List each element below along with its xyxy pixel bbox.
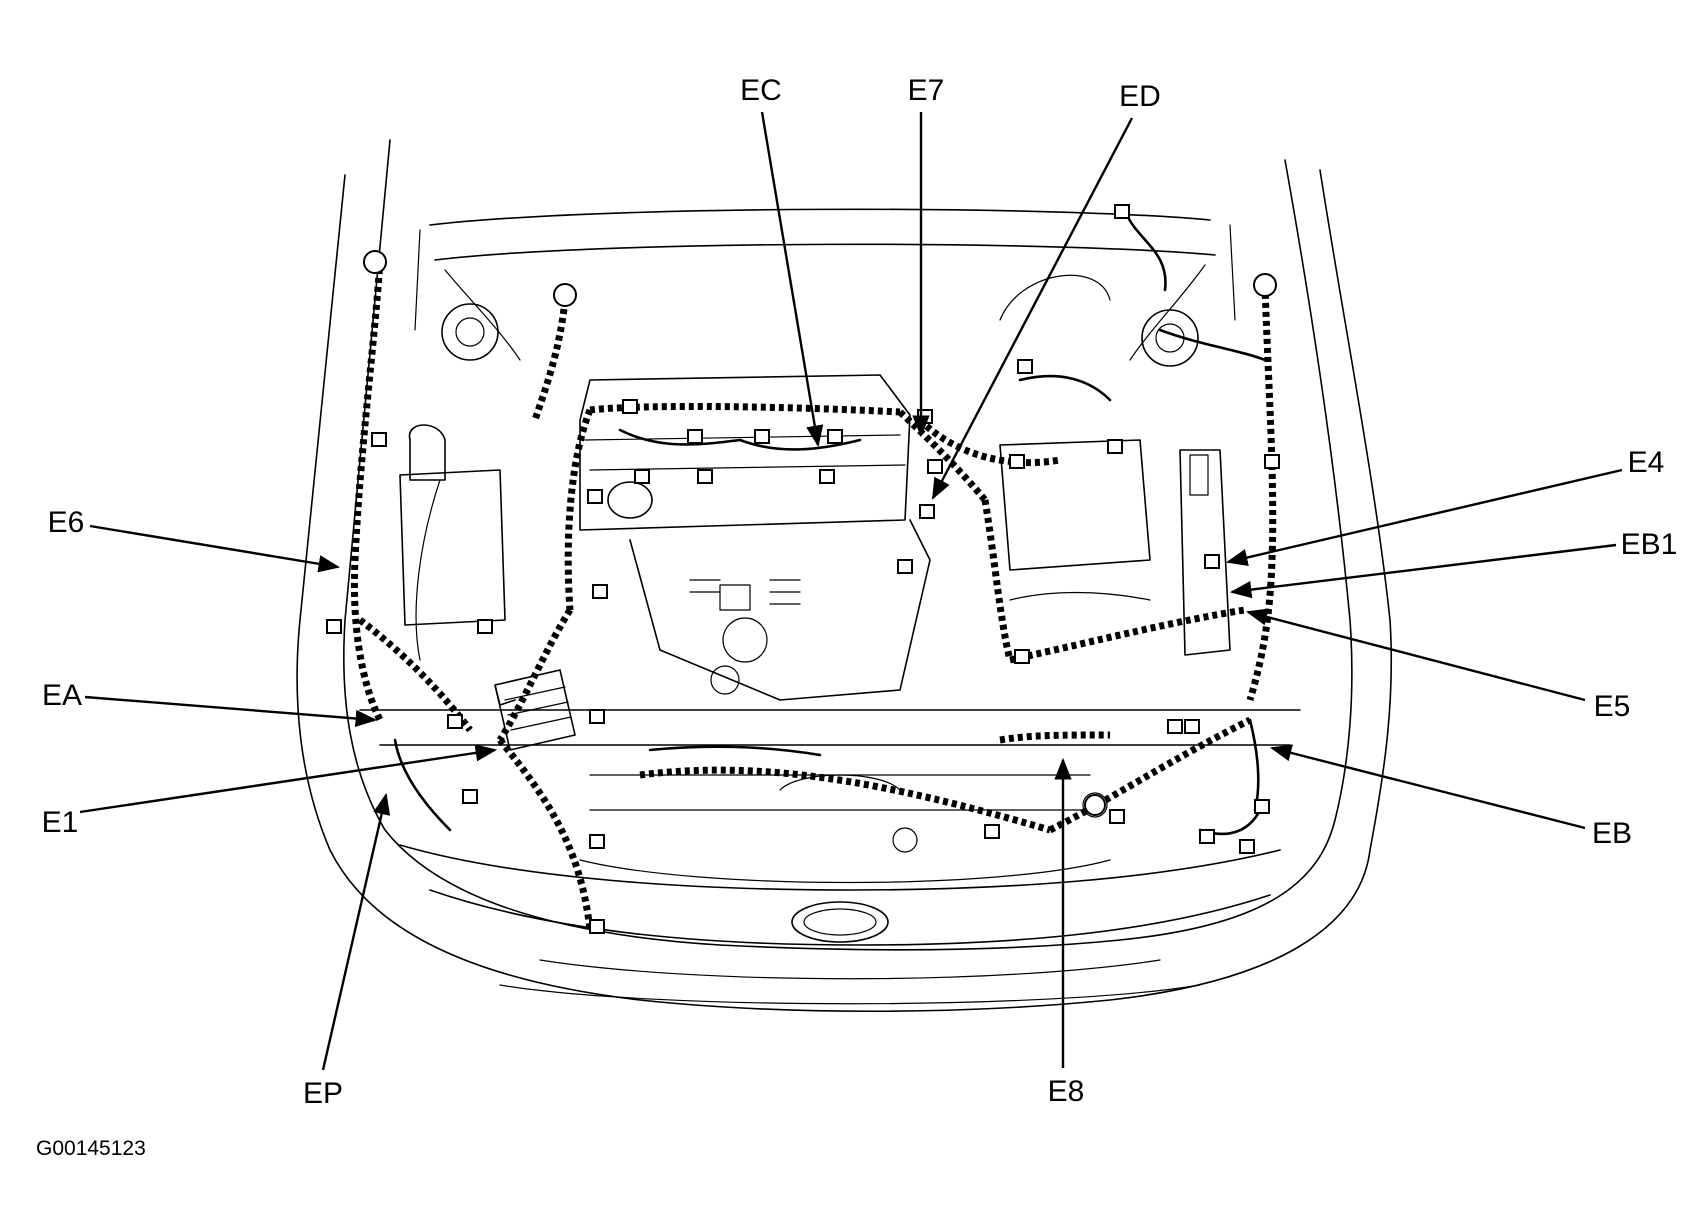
strut-towers [441,274,1199,367]
callout-label-e8: E8 [1048,1075,1085,1108]
callout-label-ep: EP [303,1077,343,1110]
callout-labels: EC E7 ED E4 EB1 E5 EB E8 EP E1 EA E6 [42,74,1678,1110]
callout-label-eb: EB [1592,817,1632,850]
leader-e6 [89,524,341,573]
leader-e4 [1225,468,1623,566]
air-cleaner [999,439,1231,656]
vehicle-body-outline [296,139,1393,1013]
leader-eb [1269,744,1586,830]
connectors [326,204,1280,934]
coolant-reservoir [399,424,506,661]
leader-ep [321,792,391,1071]
wire-harness [350,259,1277,931]
leader-eb1 [1229,543,1617,599]
callout-label-e5: E5 [1594,690,1631,723]
callout-label-e4: E4 [1628,446,1665,479]
callout-label-eb1: EB1 [1621,528,1678,561]
callout-label-e7: E7 [908,74,945,107]
engine [579,374,931,701]
thin-wires [393,208,1267,836]
callout-label-ea: EA [42,679,82,712]
leader-e5 [1245,608,1586,702]
callout-leaders [79,111,1623,1071]
leader-ed [931,117,1134,500]
leader-ec [760,111,824,448]
figure-id: G00145123 [36,1137,146,1160]
harness-grommets [363,250,1277,816]
leader-e1 [79,744,498,814]
callout-label-e6: E6 [48,506,85,539]
callout-label-ec: EC [740,74,782,107]
callout-label-e1: E1 [42,806,79,839]
callout-label-ed: ED [1119,80,1161,113]
leader-ea [84,695,378,728]
front-bumper-grille [399,844,1281,1005]
